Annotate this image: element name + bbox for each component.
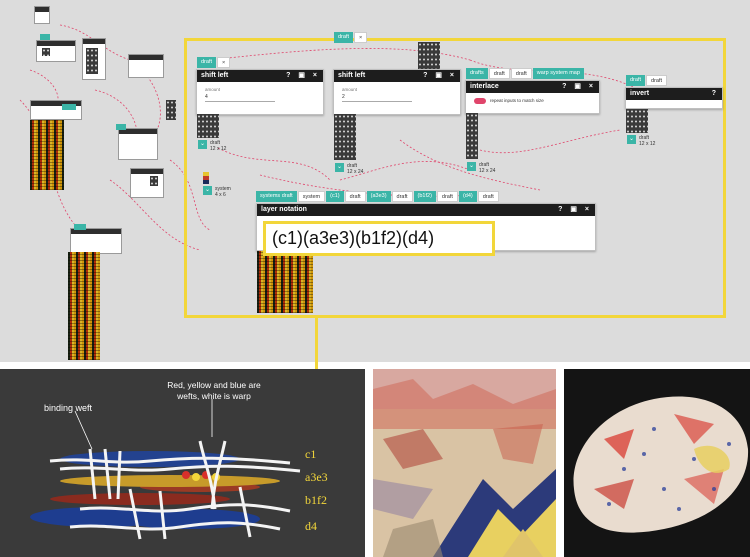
mini-tab[interactable]: [74, 224, 86, 230]
shift-left-2-inputs: draft ×: [334, 32, 368, 43]
shift-left-1-inputs: draft ×: [197, 57, 231, 68]
draft-preview: [626, 109, 648, 133]
mini-node[interactable]: [30, 100, 82, 120]
node-title: shift left: [201, 72, 229, 79]
amount-underline: [342, 101, 412, 102]
tab-draft[interactable]: draft: [344, 191, 366, 202]
close-icon[interactable]: ×: [354, 32, 368, 43]
node-controls[interactable]: ? ▣ ×: [286, 72, 320, 79]
textile-closeup-photo: [373, 369, 556, 557]
tab-d4[interactable]: (d4): [458, 191, 477, 202]
tab-draft[interactable]: draft: [477, 191, 499, 202]
draft-preview: [197, 114, 219, 138]
interlace-node[interactable]: interlace ? ▣ × repeat inputs to match si…: [465, 80, 600, 114]
mini-node[interactable]: [36, 40, 76, 62]
tab-draft-input[interactable]: draft: [334, 32, 354, 43]
node-controls[interactable]: ? ▣ ×: [562, 83, 596, 90]
binding-weft-label: binding weft: [44, 403, 93, 413]
mini-node[interactable]: [118, 128, 158, 160]
mini-draft-preview: [42, 48, 50, 56]
tab-draft-input[interactable]: draft: [488, 68, 510, 79]
invert-inputs: draft draft: [626, 75, 668, 86]
amount-input[interactable]: 2: [342, 94, 345, 100]
tab-draft-input[interactable]: draft: [626, 75, 646, 86]
layer-label-d4: d4: [305, 519, 317, 533]
repeat-toggle-label: repeat inputs to match size: [490, 98, 544, 103]
chevron-down-icon[interactable]: ⌄: [627, 135, 636, 144]
tab-system[interactable]: system: [297, 191, 326, 202]
mini-node[interactable]: [128, 54, 164, 78]
wefts-warp-annotation: Red, yellow and blue are wefts, white is…: [167, 380, 261, 401]
amount-input[interactable]: 4: [205, 94, 208, 100]
mini-draft-preview: [150, 176, 158, 186]
node-controls[interactable]: ?: [711, 90, 719, 97]
close-icon[interactable]: ×: [217, 57, 231, 68]
amount-label: amount: [205, 87, 221, 92]
tab-drafts-input[interactable]: drafts: [466, 68, 488, 79]
node-editor-canvas[interactable]: draft × shift left ? ▣ × amount 4 ⌄ draft…: [0, 0, 750, 362]
layer-label-c1: c1: [305, 447, 317, 461]
mini-node[interactable]: [70, 228, 122, 254]
annotation-arrows: [74, 399, 213, 450]
weave-structure-diagram: [30, 399, 301, 540]
layer-notation-callout: (c1)(a3e3)(b1f2)(d4): [263, 221, 495, 256]
mini-tab[interactable]: [116, 124, 126, 130]
white-warp-threads: [49, 440, 301, 540]
shift-left-2-node[interactable]: shift left ? ▣ × amount 2: [333, 69, 461, 115]
woven-preview: [257, 251, 313, 313]
chevron-down-icon[interactable]: ⌄: [467, 162, 476, 171]
tab-draft-input[interactable]: draft: [197, 57, 217, 68]
tab-draft-input[interactable]: draft: [510, 68, 532, 79]
tab-b1f2[interactable]: (b1f2): [413, 191, 436, 202]
amount-label: amount: [342, 87, 358, 92]
draft-preview: [334, 114, 356, 160]
mini-node[interactable]: [130, 168, 164, 198]
tab-draft-input[interactable]: draft: [646, 75, 668, 86]
textile-closeup-image: [373, 369, 556, 557]
interlace-inputs: drafts draft draft warp system map: [466, 68, 584, 79]
node-title: interlace: [470, 83, 499, 90]
highlight-frame: [184, 38, 726, 318]
mini-draft-preview: [86, 48, 98, 74]
shift-left-1-node[interactable]: shift left ? ▣ × amount 4: [196, 69, 324, 115]
tab-draft[interactable]: draft: [436, 191, 458, 202]
chevron-down-icon[interactable]: ⌄: [335, 163, 344, 172]
tab-warp-system-map[interactable]: warp system map: [532, 68, 584, 79]
repeat-toggle[interactable]: [474, 98, 486, 104]
mini-tab[interactable]: [40, 34, 50, 40]
layer-notation-inputs: systems draft system (c1) draft (a3e3) d…: [256, 191, 499, 202]
node-title: shift left: [338, 72, 366, 79]
amount-underline: [205, 101, 275, 102]
woven-preview: [30, 120, 64, 190]
invert-node[interactable]: invert?: [625, 87, 723, 109]
woven-preview: [68, 252, 100, 360]
draft-preview: [466, 113, 478, 159]
node-title: invert: [630, 90, 650, 97]
tab-draft[interactable]: draft: [391, 191, 413, 202]
weave-structure-panel: binding weft Red, yellow and blue are we…: [0, 369, 365, 557]
layer-label-a3e3: a3e3: [305, 470, 328, 484]
textile-object-image: [564, 369, 750, 557]
chevron-down-icon[interactable]: ⌄: [203, 186, 212, 195]
system-color-chip: [203, 172, 209, 184]
node-controls[interactable]: ? ▣ ×: [423, 72, 457, 79]
tab-a3e3[interactable]: (a3e3): [366, 191, 391, 202]
chevron-down-icon[interactable]: ⌄: [198, 140, 207, 149]
mini-draft-preview: [166, 100, 176, 120]
node-title: layer notation: [261, 206, 307, 213]
node-controls[interactable]: ? ▣ ×: [558, 206, 592, 213]
layer-label-b1f2: b1f2: [305, 493, 327, 507]
tab-c1[interactable]: (c1): [326, 191, 344, 202]
textile-object-photo: [564, 369, 750, 557]
tab-systems-draft[interactable]: systems draft: [256, 191, 297, 202]
mini-tab[interactable]: [62, 104, 76, 110]
mini-node[interactable]: [34, 6, 50, 24]
